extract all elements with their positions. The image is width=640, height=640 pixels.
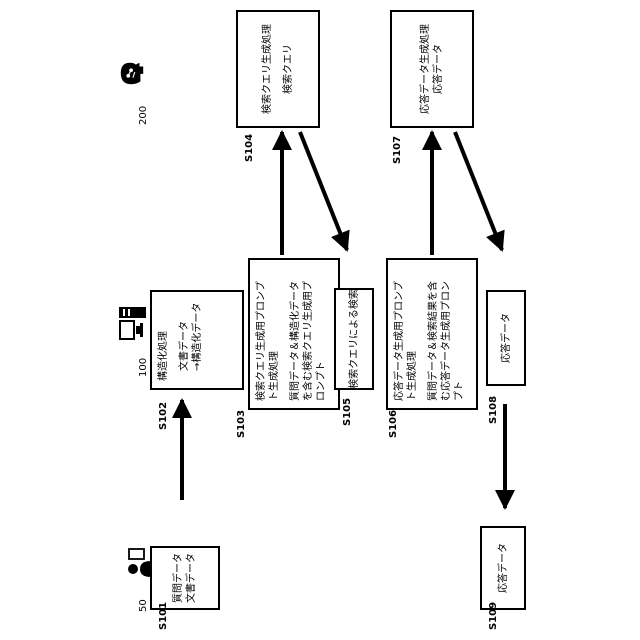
arrow-s104-to-s105 [300,132,347,250]
arrow-s107-to-s108 [455,132,502,250]
